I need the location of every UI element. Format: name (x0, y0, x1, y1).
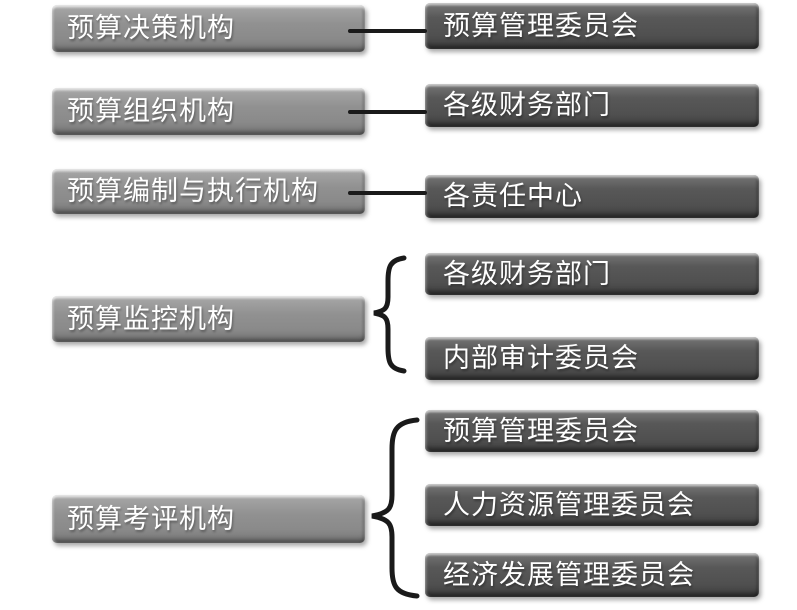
box-hr-management-committee: 人力资源管理委员会 (425, 484, 759, 526)
box-budget-monitoring-organ: 预算监控机构 (52, 296, 365, 342)
box-budget-management-committee-1: 预算管理委员会 (425, 3, 759, 49)
box-budget-organization-organ: 预算组织机构 (52, 88, 365, 135)
box-budget-preparation-execution-organ-label: 预算编制与执行机构 (67, 176, 319, 206)
box-finance-departments-2: 各级财务部门 (425, 253, 759, 295)
connector-line-decision (348, 29, 427, 33)
connector-line-preparation (348, 191, 427, 195)
box-budget-management-committee-2-label: 预算管理委员会 (443, 415, 639, 446)
connector-line-organization (348, 110, 427, 114)
box-economic-development-committee: 经济发展管理委员会 (425, 553, 759, 597)
box-budget-evaluation-organ-label: 预算考评机构 (67, 503, 235, 534)
box-finance-departments-2-label: 各级财务部门 (443, 258, 611, 289)
box-budget-management-committee-1-label: 预算管理委员会 (443, 10, 639, 41)
box-budget-organization-organ-label: 预算组织机构 (67, 96, 235, 126)
box-budget-management-committee-2: 预算管理委员会 (425, 410, 759, 452)
brace-monitoring-connector (373, 255, 407, 374)
box-budget-preparation-execution-organ: 预算编制与执行机构 (52, 169, 365, 214)
box-responsibility-centers: 各责任中心 (425, 175, 759, 218)
brace-evaluation-connector (371, 417, 420, 599)
box-budget-monitoring-organ-label: 预算监控机构 (67, 303, 235, 334)
box-economic-development-committee-label: 经济发展管理委员会 (443, 559, 695, 590)
box-internal-audit-committee: 内部审计委员会 (425, 337, 759, 380)
box-finance-departments-1-label: 各级财务部门 (443, 90, 611, 120)
box-responsibility-centers-label: 各责任中心 (443, 181, 583, 211)
box-budget-decision-organ-label: 预算决策机构 (67, 13, 235, 43)
box-budget-decision-organ: 预算决策机构 (52, 5, 365, 52)
box-internal-audit-committee-label: 内部审计委员会 (443, 343, 639, 373)
box-hr-management-committee-label: 人力资源管理委员会 (443, 489, 695, 520)
box-budget-evaluation-organ: 预算考评机构 (52, 495, 365, 543)
box-finance-departments-1: 各级财务部门 (425, 84, 759, 127)
